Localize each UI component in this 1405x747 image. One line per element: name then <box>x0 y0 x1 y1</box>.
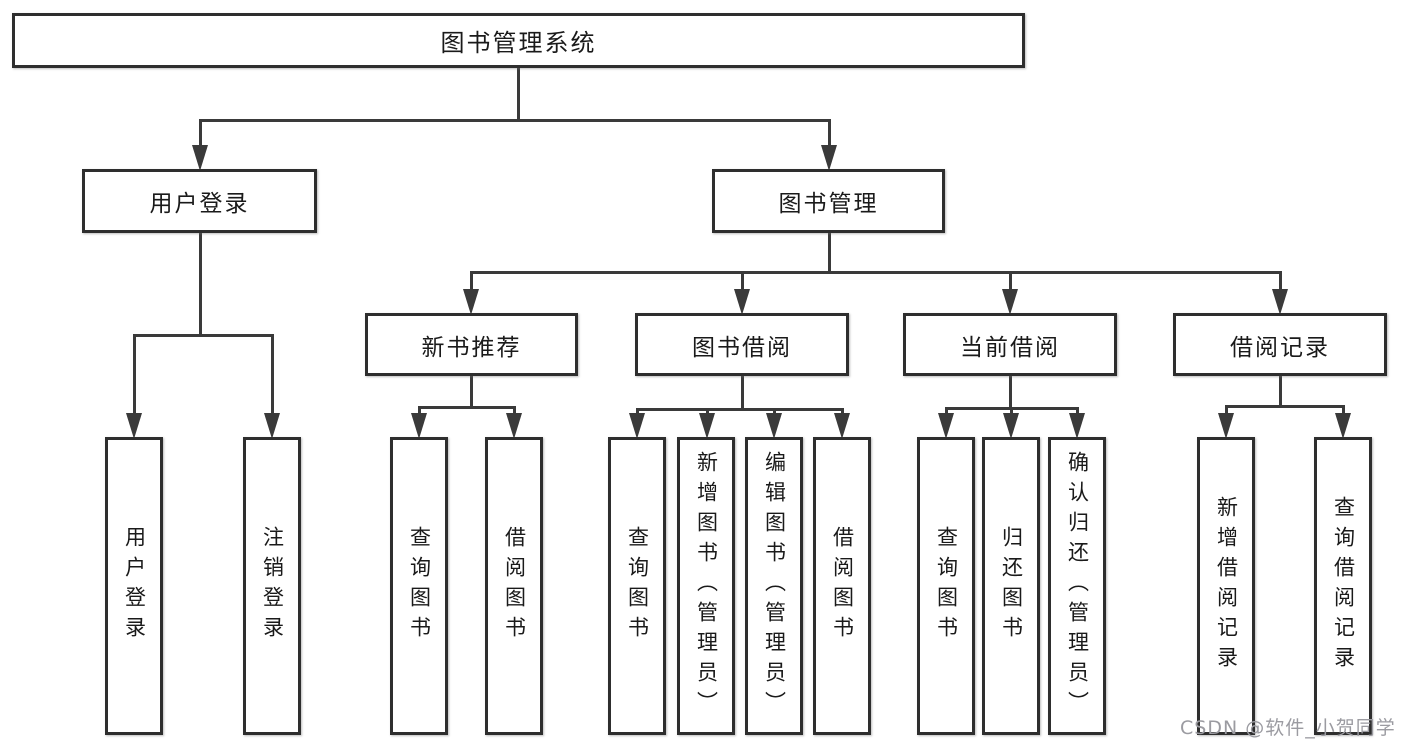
node-label: 图书管理系统 <box>440 29 597 57</box>
node-label: 归还图书 <box>999 526 1024 646</box>
leaf-return-books: 归还图书 <box>982 437 1040 735</box>
connector-rail-book-management <box>470 271 1281 274</box>
leaf-query-books-current: 查询图书 <box>917 437 975 735</box>
connector-arrow-shaft <box>741 271 744 295</box>
leaf-edit-book-admin: 编辑图书（管理员） <box>745 437 803 735</box>
node-user-login: 用户登录 <box>82 169 317 233</box>
arrowhead-icon <box>1218 413 1234 439</box>
node-book-borrowing: 图书借阅 <box>635 313 849 376</box>
connector-stem-book-management <box>828 231 831 272</box>
arrowhead-icon <box>1002 289 1018 315</box>
arrowhead-icon <box>126 413 142 439</box>
arrowhead-icon <box>699 413 715 439</box>
node-label: 查询图书 <box>934 526 959 646</box>
leaf-query-books-recommend: 查询图书 <box>390 437 448 735</box>
connector-arrow-shaft <box>418 406 421 419</box>
node-label: 用户登录 <box>149 191 250 217</box>
node-label: 借阅图书 <box>502 526 527 646</box>
node-label: 新增图书（管理员） <box>694 451 719 721</box>
node-label: 编辑图书（管理员） <box>762 451 787 721</box>
arrowhead-icon <box>834 413 850 439</box>
arrowhead-icon <box>192 145 208 171</box>
arrowhead-icon <box>1272 289 1288 315</box>
connector-arrow-shaft <box>1009 271 1012 295</box>
connector-arrow-shaft <box>133 334 136 419</box>
node-label: 确认归还（管理员） <box>1065 451 1090 721</box>
connector-rail-user-login <box>133 334 274 337</box>
leaf-logout: 注销登录 <box>243 437 301 735</box>
node-new-book-recommendation: 新书推荐 <box>365 313 578 376</box>
node-current-borrowing: 当前借阅 <box>903 313 1117 376</box>
arrowhead-icon <box>463 289 479 315</box>
connector-arrow-shaft <box>1279 271 1282 295</box>
node-label: 借阅图书 <box>830 526 855 646</box>
node-label: 用户登录 <box>122 526 147 646</box>
connector-stem-new-book-recommendation <box>470 374 473 407</box>
leaf-query-borrow-record: 查询借阅记录 <box>1314 437 1372 735</box>
connector-rail-new-book-recommendation <box>418 406 516 409</box>
connector-arrow-shaft <box>470 271 473 295</box>
connector-stem-current-borrowing <box>1009 374 1012 408</box>
arrowhead-icon <box>264 413 280 439</box>
connector-arrow-shaft <box>271 334 274 419</box>
connector-arrow-shaft <box>828 119 831 151</box>
connector-stem-user-login <box>199 231 202 335</box>
connector-arrow-shaft <box>1342 405 1345 419</box>
leaf-borrow-books-borrowing: 借阅图书 <box>813 437 871 735</box>
connector-stem-root <box>517 66 520 120</box>
connector-arrow-shaft <box>1225 405 1228 419</box>
arrowhead-icon <box>821 145 837 171</box>
connector-stem-book-borrowing <box>741 374 744 409</box>
node-label: 查询借阅记录 <box>1331 496 1356 676</box>
leaf-add-book-admin: 新增图书（管理员） <box>677 437 735 735</box>
csdn-watermark: CSDN @软件_小贺同学 <box>1180 717 1396 739</box>
node-label: 查询图书 <box>625 526 650 646</box>
leaf-user-login: 用户登录 <box>105 437 163 735</box>
arrowhead-icon <box>1003 413 1019 439</box>
node-label: 图书借阅 <box>692 334 792 361</box>
leaf-add-borrow-record: 新增借阅记录 <box>1197 437 1255 735</box>
arrowhead-icon <box>1335 413 1351 439</box>
connector-stem-borrowing-records <box>1279 374 1282 406</box>
arrowhead-icon <box>629 413 645 439</box>
node-library-system: 图书管理系统 <box>12 13 1025 68</box>
arrowhead-icon <box>734 289 750 315</box>
arrowhead-icon <box>411 413 427 439</box>
connector-rail-root <box>199 119 831 122</box>
node-book-management: 图书管理 <box>712 169 945 233</box>
arrowhead-icon <box>766 413 782 439</box>
leaf-query-books-borrowing: 查询图书 <box>608 437 666 735</box>
connector-arrow-shaft <box>199 119 202 151</box>
node-label: 新增借阅记录 <box>1214 496 1239 676</box>
node-label: 注销登录 <box>260 526 285 646</box>
node-label: 借阅记录 <box>1230 334 1330 361</box>
node-label: 图书管理 <box>778 191 879 217</box>
arrowhead-icon <box>938 413 954 439</box>
node-borrowing-records: 借阅记录 <box>1173 313 1387 376</box>
leaf-borrow-books-recommend: 借阅图书 <box>485 437 543 735</box>
connector-rail-borrowing-records <box>1225 405 1345 408</box>
arrowhead-icon <box>1069 413 1085 439</box>
node-label: 新书推荐 <box>421 334 522 361</box>
connector-rail-book-borrowing <box>636 408 844 411</box>
node-label: 当前借阅 <box>960 334 1060 361</box>
leaf-confirm-return-admin: 确认归还（管理员） <box>1048 437 1106 735</box>
connector-arrow-shaft <box>513 406 516 419</box>
node-label: 查询图书 <box>407 526 432 646</box>
arrowhead-icon <box>506 413 522 439</box>
